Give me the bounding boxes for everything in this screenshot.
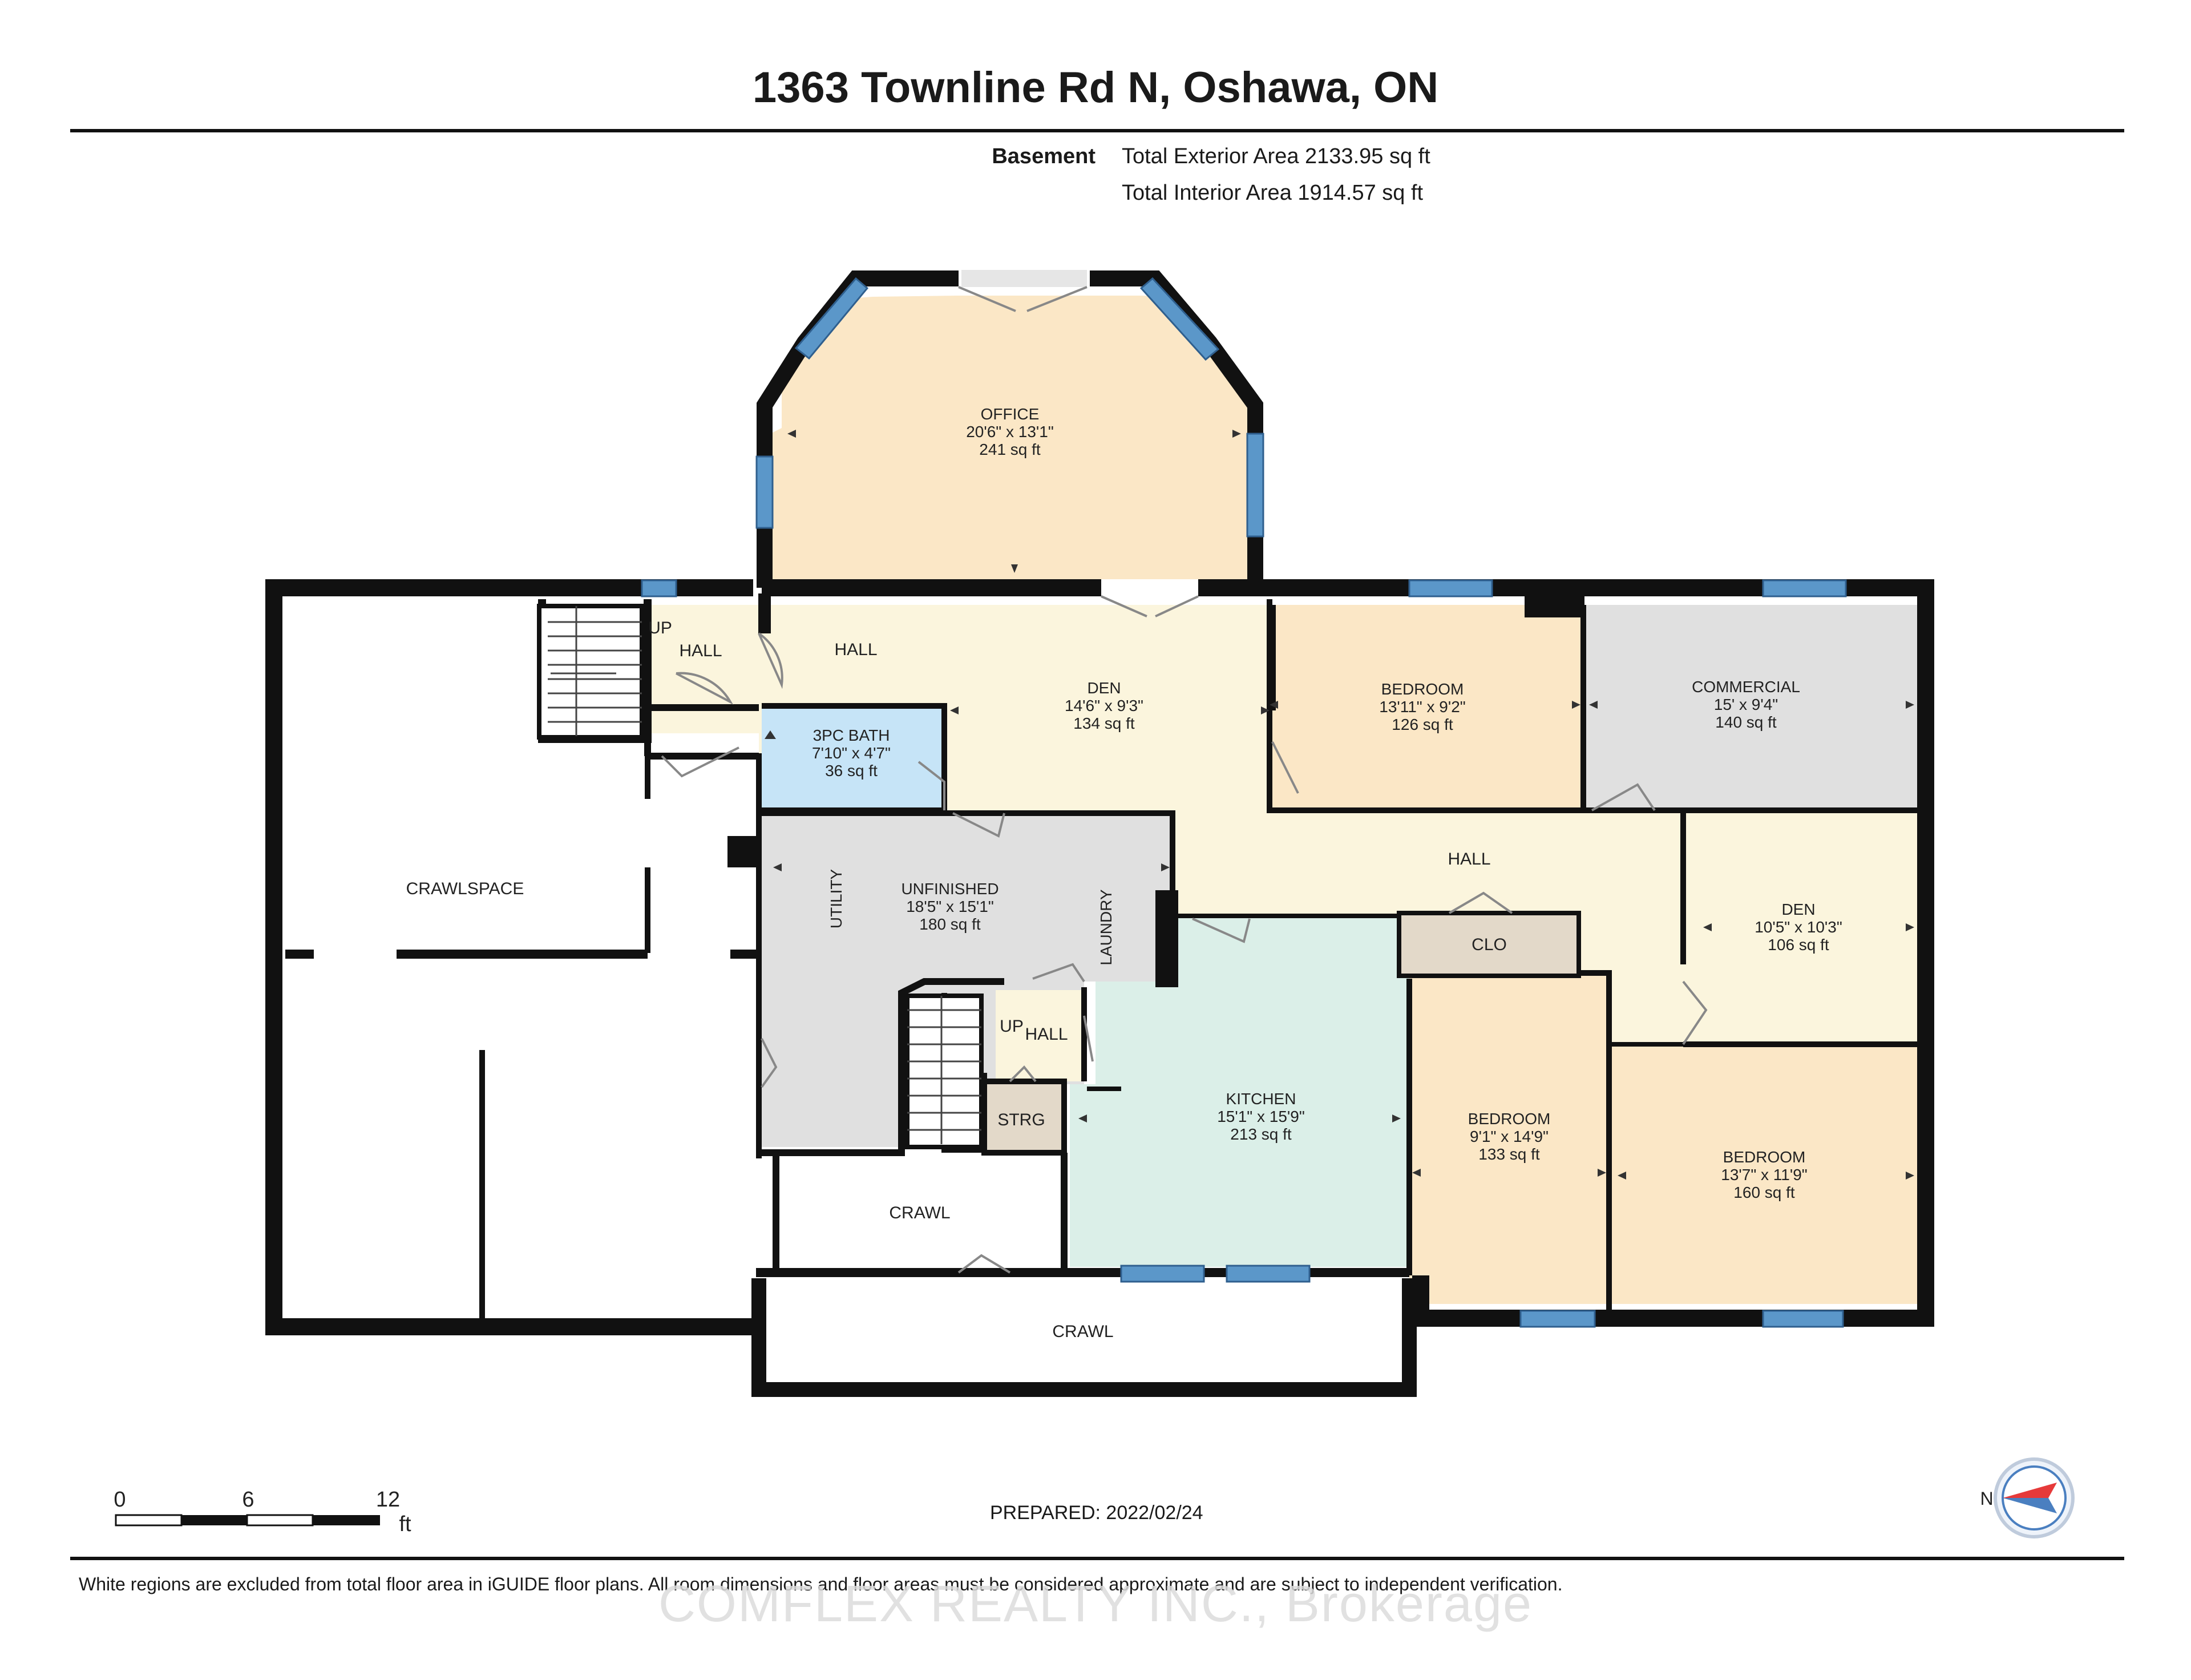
prepared-date: PREPARED: 2022/02/24 — [990, 1502, 1203, 1524]
compass-icon: N — [1980, 1457, 2075, 1538]
label-commercial: COMMERCIAL — [1692, 678, 1800, 696]
label-hall-stair: HALL — [1025, 1025, 1068, 1044]
room-fill-bath — [762, 708, 941, 810]
dims-unfinished: 18'5" x 15'1" — [906, 898, 994, 915]
exterior-area: Total Exterior Area 2133.95 sq ft — [1122, 144, 1430, 168]
room-fill-bedroom-3 — [1609, 1044, 1920, 1304]
label-bedroom-3: BEDROOM — [1723, 1148, 1806, 1166]
scale-label-12: 12 — [376, 1488, 400, 1512]
room-fill-bedroom-1 — [1270, 605, 1583, 810]
label-den-2: DEN — [1781, 900, 1815, 918]
label-hall-small: HALL — [679, 641, 722, 660]
label-bedroom-1: BEDROOM — [1381, 680, 1464, 698]
area-commercial: 140 sq ft — [1715, 713, 1777, 731]
label-utility: UTILITY — [827, 869, 845, 929]
label-hall-center: HALL — [1448, 850, 1490, 869]
watermark: COMFLEX REALTY INC., Brokerage — [658, 1576, 1533, 1633]
compass-north-label: N — [1980, 1488, 1993, 1509]
scale-bar: 0 6 12 ft — [114, 1488, 411, 1536]
area-office: 241 sq ft — [979, 441, 1041, 458]
stairs-upper — [537, 604, 644, 740]
label-bedroom-2: BEDROOM — [1468, 1110, 1551, 1128]
scale-label-0: 0 — [114, 1488, 126, 1512]
label-strg: STRG — [997, 1110, 1045, 1129]
room-labels: OFFICE 20'6" x 13'1" 241 sq ft HALL HALL… — [406, 405, 1842, 1341]
scale-unit: ft — [399, 1512, 411, 1536]
room-fill-den-2 — [1683, 813, 1920, 1044]
windows — [641, 270, 1847, 1328]
label-crawlspace: CRAWLSPACE — [406, 879, 524, 898]
label-kitchen: KITCHEN — [1226, 1090, 1296, 1108]
dims-den-main: 14'6" x 9'3" — [1065, 697, 1143, 714]
interior-area: Total Interior Area 1914.57 sq ft — [1122, 181, 1424, 205]
dims-commercial: 15' x 9'4" — [1714, 696, 1778, 713]
area-bedroom-1: 126 sq ft — [1392, 716, 1453, 733]
area-bedroom-3: 160 sq ft — [1733, 1184, 1795, 1201]
doors — [661, 286, 1708, 1274]
area-den-2: 106 sq ft — [1768, 936, 1829, 954]
label-hall-upper: HALL — [834, 640, 877, 659]
footer-rule — [70, 1557, 2124, 1560]
room-fill-commercial — [1583, 605, 1920, 810]
label-clo: CLO — [1472, 935, 1507, 954]
header-rule — [70, 129, 2124, 132]
dims-bedroom-3: 13'7" x 11'9" — [1721, 1166, 1807, 1184]
dims-office: 20'6" x 13'1" — [966, 423, 1054, 441]
area-unfinished: 180 sq ft — [919, 915, 981, 933]
page-title: 1363 Townline Rd N, Oshawa, ON — [752, 63, 1439, 112]
label-laundry: LAUNDRY — [1097, 889, 1115, 966]
dims-den-2: 10'5" x 10'3" — [1755, 918, 1842, 936]
room-fill-clo — [1399, 913, 1579, 976]
scale-label-6: 6 — [242, 1488, 254, 1512]
label-up-lower: UP — [1000, 1017, 1024, 1036]
area-bedroom-2: 133 sq ft — [1478, 1145, 1540, 1163]
area-den-main: 134 sq ft — [1073, 714, 1135, 732]
dims-bedroom-2: 9'1" x 14'9" — [1470, 1128, 1549, 1145]
label-bath: 3PC BATH — [813, 726, 890, 744]
room-fill-strg — [984, 1081, 1064, 1150]
dims-kitchen: 15'1" x 15'9" — [1217, 1108, 1305, 1125]
label-office: OFFICE — [981, 405, 1040, 423]
label-den-main: DEN — [1087, 679, 1121, 697]
level-label: Basement — [992, 144, 1096, 168]
room-fill-hall-stair — [996, 990, 1087, 1081]
dimension-arrows — [765, 430, 1914, 1180]
label-crawl-2: CRAWL — [1052, 1322, 1113, 1341]
room-fill-hall-small — [645, 605, 759, 733]
room-fill-hall-center-b — [1603, 964, 1683, 1044]
area-bath: 36 sq ft — [825, 762, 878, 780]
room-fill-bedroom-2 — [1409, 976, 1606, 1304]
room-fill-kitchen — [1070, 916, 1409, 1267]
label-unfinished: UNFINISHED — [901, 880, 999, 898]
footnote: White regions are excluded from total fl… — [79, 1574, 1563, 1594]
room-fill-office — [770, 296, 1255, 579]
label-crawl-1: CRAWL — [889, 1204, 950, 1222]
area-kitchen: 213 sq ft — [1230, 1125, 1292, 1143]
dims-bath: 7'10" x 4'7" — [812, 744, 891, 762]
stairs-lower — [905, 994, 984, 1149]
label-up-upper: UP — [648, 619, 672, 637]
dims-bedroom-1: 13'11" x 9'2" — [1379, 698, 1465, 716]
